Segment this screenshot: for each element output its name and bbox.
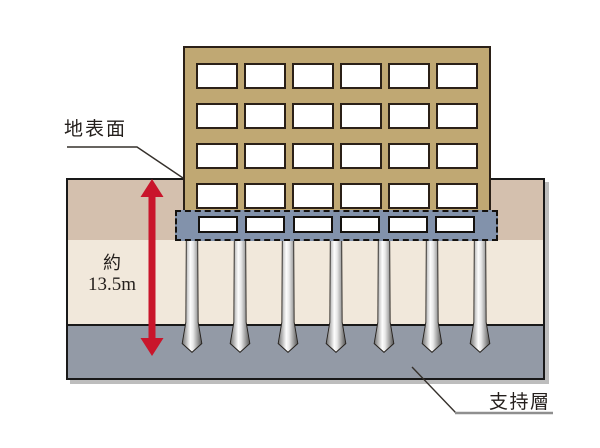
foundation-opening	[434, 216, 475, 233]
building-window	[292, 143, 334, 169]
foundation-slab	[175, 210, 498, 241]
building-window	[292, 103, 334, 129]
pile-row	[181, 238, 491, 353]
foundation-openings	[177, 212, 496, 233]
building-window	[436, 143, 478, 169]
pile	[229, 238, 251, 353]
building-window	[196, 63, 238, 89]
building-window	[340, 143, 382, 169]
building-window	[388, 143, 430, 169]
pile	[373, 238, 395, 353]
building-window	[436, 103, 478, 129]
building-window	[244, 63, 286, 89]
building-window	[244, 103, 286, 129]
foundation-opening	[387, 216, 428, 233]
building-window	[292, 63, 334, 89]
building-window	[436, 183, 478, 209]
building-window	[244, 143, 286, 169]
pile	[469, 238, 491, 353]
foundation-opening	[340, 216, 381, 233]
pile	[421, 238, 443, 353]
bearing-stratum-label: 支持層	[489, 392, 551, 413]
building-window	[244, 183, 286, 209]
ground-surface-leader-line	[67, 146, 184, 179]
building-window	[196, 143, 238, 169]
building-window	[388, 63, 430, 89]
depth-value-text: 13.5m	[87, 274, 137, 295]
foundation-opening	[245, 216, 286, 233]
building-window	[196, 103, 238, 129]
building-window	[388, 183, 430, 209]
depth-label: 約 13.5m	[74, 252, 150, 296]
building-windows	[185, 48, 489, 209]
building-window	[292, 183, 334, 209]
building-window	[436, 63, 478, 89]
pile	[277, 238, 299, 353]
building	[183, 46, 491, 212]
building-window	[340, 183, 382, 209]
pile	[181, 238, 203, 353]
ground-surface-label: 地表面	[64, 119, 128, 140]
pile	[325, 238, 347, 353]
building-window	[196, 183, 238, 209]
building-window	[340, 103, 382, 129]
building-window	[340, 63, 382, 89]
foundation-opening	[198, 216, 238, 233]
foundation-opening	[292, 216, 333, 233]
building-window	[388, 103, 430, 129]
depth-approx-text: 約	[103, 253, 121, 273]
